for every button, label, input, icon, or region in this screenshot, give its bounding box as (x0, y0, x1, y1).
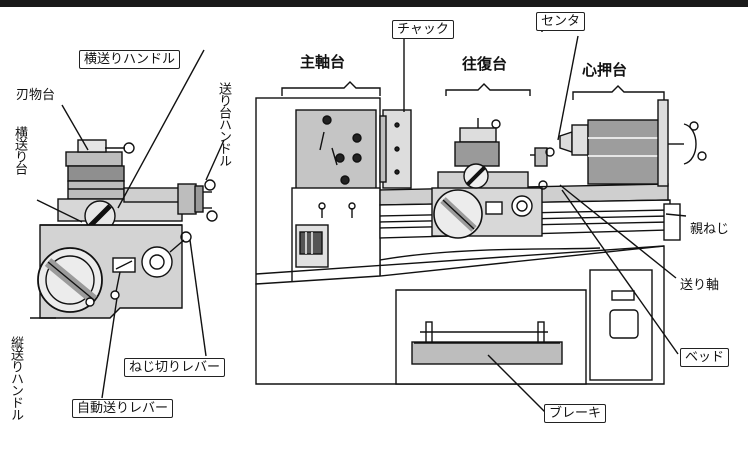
label-chuck: チャック (392, 20, 454, 39)
label-bed: ベッド (680, 348, 730, 367)
label-carriage: 往復台 (462, 55, 508, 73)
label-feed-shaft: 送り軸 (680, 278, 720, 293)
label-tool-post: 刃物台 (16, 88, 56, 103)
label-cross-slide: 横送り台 (12, 126, 27, 174)
label-cross-feed-handle: 横送りハンドル (79, 50, 181, 69)
label-headstock: 主軸台 (300, 53, 346, 71)
label-auto-feed-lever: 自動送りレバー (72, 399, 174, 418)
lathe-body (255, 97, 707, 385)
label-thread-lever: ねじ切りレバー (124, 358, 226, 377)
label-lead-screw: 親ねじ (690, 222, 730, 237)
label-brake: ブレーキ (544, 404, 607, 423)
label-tailstock: 心押台 (582, 61, 628, 79)
label-compound-handle: 送り台ハンドル (216, 82, 231, 166)
label-center: センタ (536, 12, 586, 31)
label-longitudinal-handle: 縦送りハンドル (8, 336, 23, 420)
apron-detail (37, 139, 218, 319)
top-border (0, 0, 748, 7)
